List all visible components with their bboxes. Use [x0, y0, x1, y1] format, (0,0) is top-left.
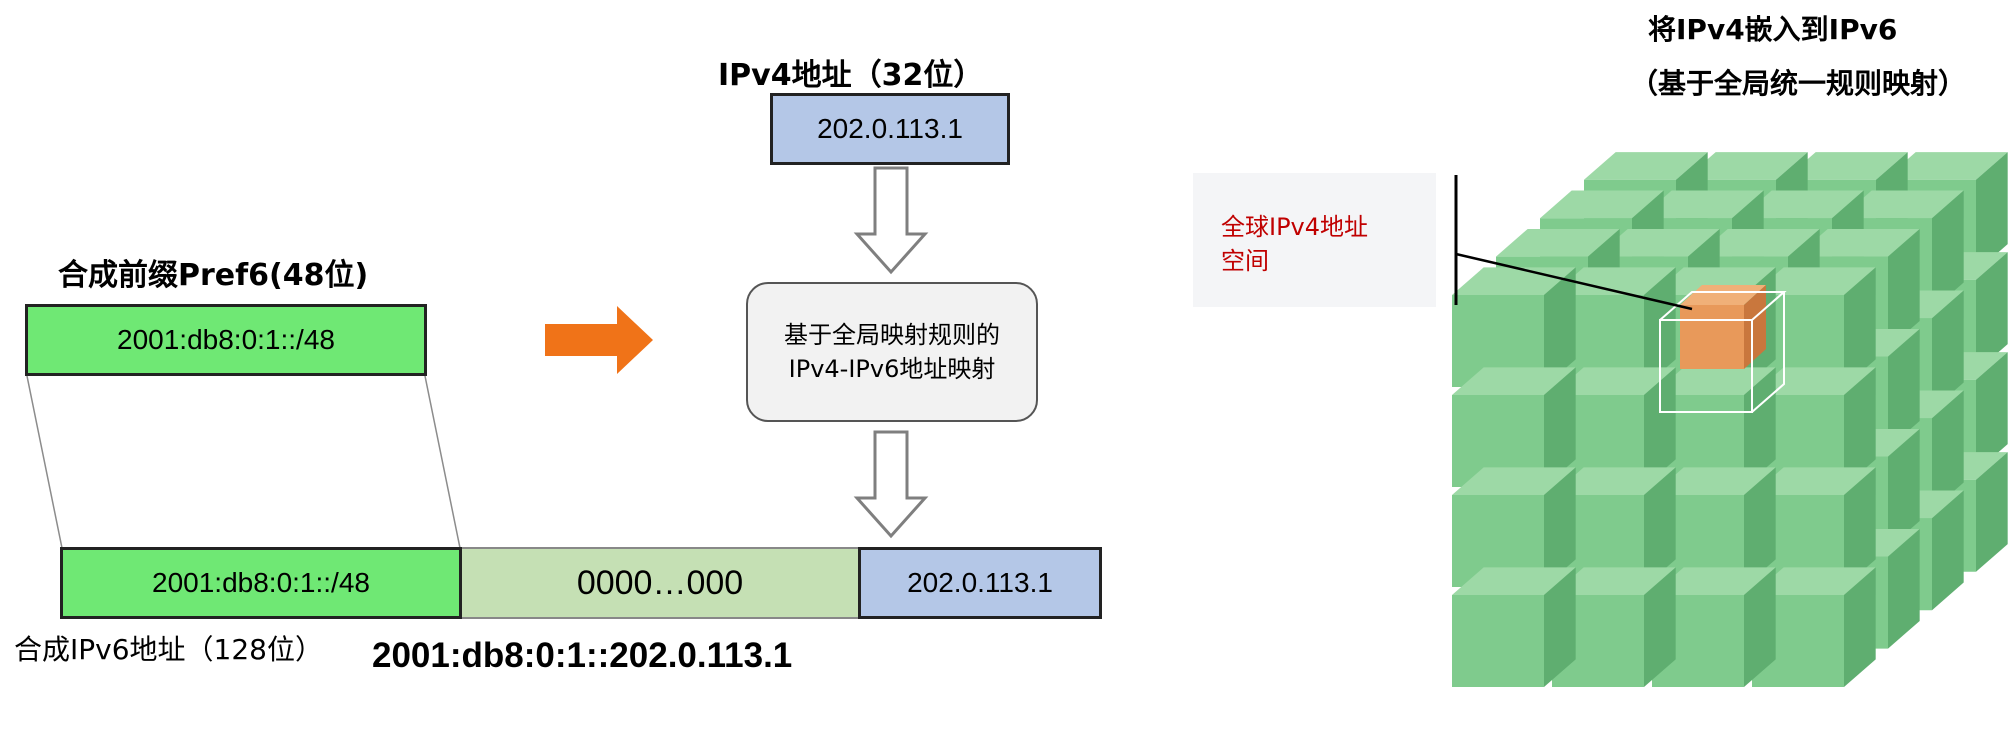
- callout-line-1: 全球IPv4地址: [1221, 213, 1369, 241]
- cube-top-face: [1640, 190, 1764, 219]
- cube-top-face: [1752, 567, 1876, 595]
- callout-line-2: 空间: [1221, 247, 1269, 275]
- cube-top-face: [1652, 367, 1776, 395]
- cube-top-face: [1596, 228, 1720, 257]
- ipv4-address-box: 202.0.113.1: [770, 93, 1010, 165]
- cube-top-face: [1552, 267, 1676, 295]
- cube-side-face: [1976, 252, 2008, 372]
- cube-side-face: [1844, 567, 1876, 687]
- cube-top-face: [1840, 190, 1964, 219]
- cube-side-face: [1888, 428, 1920, 549]
- cube-front-face: [1452, 395, 1544, 487]
- mapping-rule-box: 基于全局映射规则的IPv4-IPv6地址映射: [746, 282, 1038, 422]
- cube-top-face: [1740, 190, 1864, 219]
- orange-right-arrow-icon: [545, 306, 653, 374]
- cube-top-face: [1552, 367, 1676, 395]
- cube-side-face: [1544, 367, 1576, 487]
- cube-side-face: [1744, 467, 1776, 587]
- cube-side-face: [1544, 267, 1576, 387]
- cube-side-face: [1976, 152, 2008, 272]
- cube-side-face: [1976, 352, 2008, 472]
- cube-top-face: [1884, 152, 2008, 180]
- cube-top-face: [1752, 367, 1876, 395]
- cube-side-face: [1932, 290, 1964, 411]
- cube-side-face: [1544, 467, 1576, 587]
- highlight-cube-side: [1744, 285, 1766, 369]
- cube-top-face: [1784, 152, 1908, 180]
- cube-top-face: [1696, 228, 1820, 257]
- cube-top-face: [1652, 467, 1776, 495]
- cube-side-face: [1888, 528, 1920, 649]
- callout-pointer-line: [1455, 252, 1693, 311]
- callout-box: 全球IPv4地址 空间: [1193, 173, 1436, 307]
- cube-front-face: [1452, 595, 1544, 687]
- cube-top-face: [1540, 190, 1664, 219]
- cube-top-face: [1452, 367, 1576, 395]
- cube-top-face: [1452, 567, 1576, 595]
- cube-top-face: [1452, 467, 1576, 495]
- highlight-cube-front: [1680, 305, 1744, 369]
- cube-top-face: [1684, 152, 1808, 180]
- result-ipv4-segment: 202.0.113.1: [858, 547, 1102, 619]
- embed-subtitle: （基于全局统一规则映射）: [1630, 67, 1967, 100]
- cube-front-face: [1452, 495, 1544, 587]
- cube-side-face: [1932, 490, 1964, 611]
- cube-top-face: [1652, 567, 1776, 595]
- result-label: 合成IPv6地址（128位）: [14, 633, 323, 666]
- ipv4-title: IPv4地址（32位）: [718, 58, 984, 93]
- cube-top-face: [1752, 267, 1876, 295]
- hollow-down-arrow-icon: [853, 166, 929, 275]
- cube-side-face: [1888, 228, 1920, 349]
- cube-top-face: [1496, 228, 1620, 257]
- result-zeros-segment: 0000…000: [462, 547, 858, 619]
- cube-front-face: [1452, 295, 1544, 387]
- highlight-cube-top: [1680, 285, 1766, 305]
- cube-side-face: [1932, 390, 1964, 511]
- cube-top-face: [1584, 152, 1708, 180]
- prefix-box: 2001:db8:0:1::/48: [25, 304, 427, 376]
- cube-side-face: [1844, 367, 1876, 487]
- cube-side-face: [1932, 190, 1964, 311]
- cube-side-face: [1644, 467, 1676, 587]
- cube-side-face: [1644, 367, 1676, 487]
- cube-side-face: [1844, 267, 1876, 387]
- result-prefix-segment: 2001:db8:0:1::/48: [60, 547, 462, 619]
- cube-side-face: [1844, 467, 1876, 587]
- cube-top-face: [1552, 567, 1676, 595]
- cube-side-face: [1544, 567, 1576, 687]
- cube-top-face: [1752, 467, 1876, 495]
- cube-side-face: [1644, 567, 1676, 687]
- cube-top-face: [1552, 467, 1676, 495]
- cube-side-face: [1888, 328, 1920, 449]
- cube-side-face: [1976, 452, 2008, 572]
- result-address: 2001:db8:0:1::202.0.113.1: [372, 636, 793, 675]
- prefix-title: 合成前缀Pref6(48位): [58, 258, 369, 293]
- embed-title: 将IPv4嵌入到IPv6: [1648, 13, 1898, 46]
- cube-side-face: [1744, 567, 1776, 687]
- cube-top-face: [1796, 228, 1920, 257]
- hollow-down-arrow-icon: [853, 430, 929, 539]
